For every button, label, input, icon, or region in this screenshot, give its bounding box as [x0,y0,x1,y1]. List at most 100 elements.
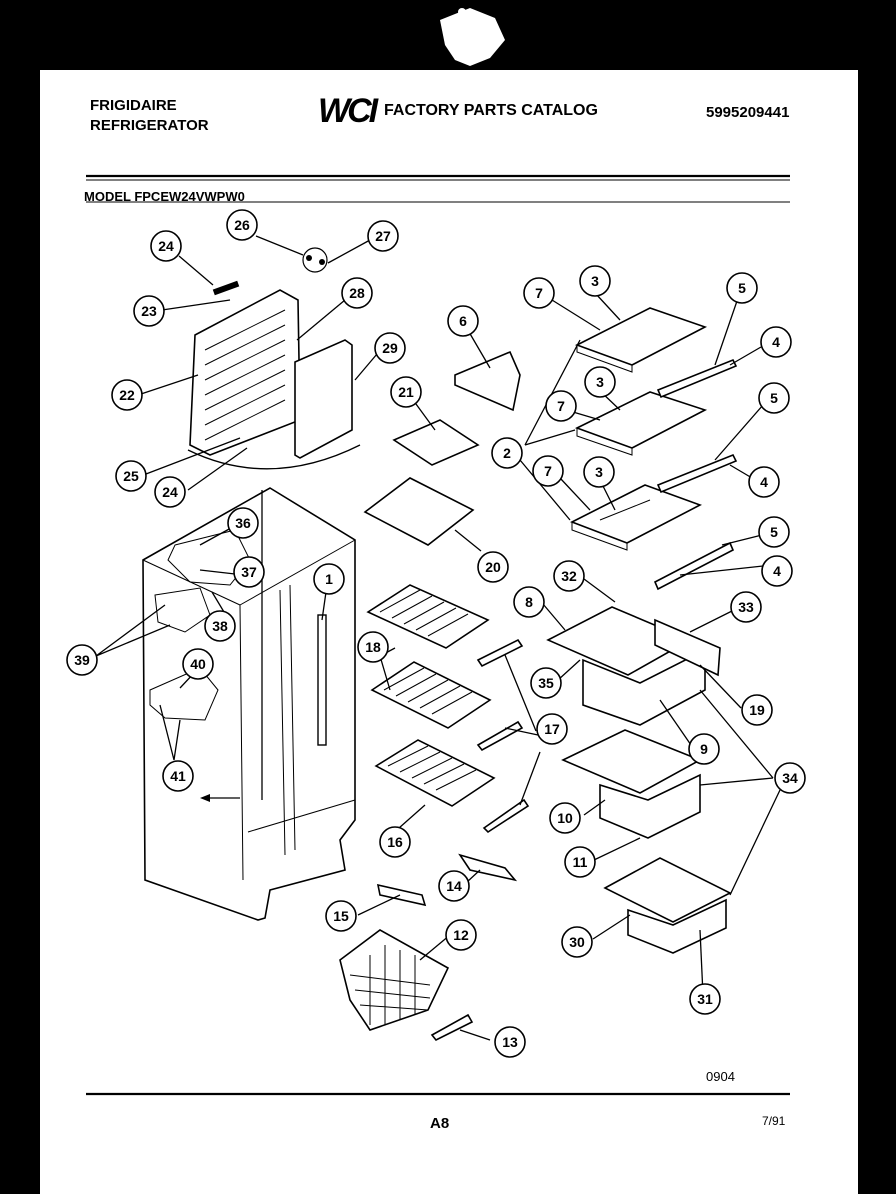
svg-text:25: 25 [123,468,139,484]
crisper-drawers [546,606,732,954]
svg-text:40: 40 [190,656,206,672]
callout-17: 17 [536,713,568,745]
callout-19: 19 [741,694,773,726]
svg-text:5: 5 [770,390,778,406]
callout-36: 36 [227,507,259,539]
svg-text:3: 3 [591,273,599,289]
callout-33: 33 [730,591,762,623]
callout-35: 35 [530,667,562,699]
svg-text:26: 26 [234,217,250,233]
svg-text:5: 5 [770,524,778,540]
callout-6: 6 [447,305,479,337]
callout-16: 16 [379,826,411,858]
callout-labels: 24 26 27 23 28 22 29 25 24 6 7 3 5 4 7 3… [66,209,806,1058]
svg-text:33: 33 [738,599,754,615]
callout-26: 26 [226,209,258,241]
callout-4c: 4 [761,555,793,587]
callout-3a: 3 [579,265,611,297]
svg-text:31: 31 [697,991,713,1007]
page-number: A8 [430,1115,450,1132]
callout-21: 21 [390,376,422,408]
wci-logo-text: WCI [318,92,380,130]
callout-2: 2 [491,437,523,469]
callout-1: 1 [313,563,345,595]
ink-mark [440,8,505,66]
evaporator-cover-assembly [187,247,361,470]
callout-11: 11 [564,846,596,878]
callout-10: 10 [549,802,581,834]
callout-7b: 7 [545,390,577,422]
callout-23: 23 [133,295,165,327]
callout-15: 15 [325,900,357,932]
callout-25: 25 [115,460,147,492]
callout-24a: 24 [150,230,182,262]
svg-text:34: 34 [782,770,798,786]
svg-text:39: 39 [74,652,90,668]
callout-4b: 4 [748,466,780,498]
cabinet-liner [142,487,356,921]
svg-text:30: 30 [569,934,585,950]
svg-text:24: 24 [158,238,174,254]
svg-text:41: 41 [170,768,186,784]
callout-13: 13 [494,1026,526,1058]
svg-text:4: 4 [760,474,768,490]
callout-32: 32 [553,560,585,592]
svg-text:20: 20 [485,559,501,575]
svg-text:18: 18 [365,639,381,655]
callout-4a: 4 [760,326,792,358]
svg-text:36: 36 [235,515,251,531]
model-number: MODEL FPCEW24VWPW0 [84,189,245,204]
callout-28: 28 [341,277,373,309]
svg-text:4: 4 [772,334,780,350]
svg-text:11: 11 [573,854,588,870]
callout-18: 18 [357,631,389,663]
callout-39: 39 [66,644,98,676]
svg-text:9: 9 [700,741,708,757]
catalog-number: 5995209441 [706,104,790,121]
svg-text:24: 24 [162,484,178,500]
product-type: REFRIGERATOR [90,117,209,134]
callout-5a: 5 [726,272,758,304]
callout-37: 37 [233,556,265,588]
svg-text:19: 19 [749,702,765,718]
freezer-shelves [339,350,530,1042]
revision-date: 7/91 [762,1114,786,1128]
svg-text:32: 32 [561,568,577,584]
svg-text:6: 6 [459,313,467,329]
callout-31: 31 [689,983,721,1015]
svg-text:4: 4 [773,563,781,579]
svg-text:28: 28 [349,285,365,301]
callout-3c: 3 [583,456,615,488]
callout-7a: 7 [523,277,555,309]
callout-41: 41 [162,760,194,792]
catalog-title: FACTORY PARTS CATALOG [384,102,598,119]
callout-5b: 5 [758,382,790,414]
svg-text:7: 7 [535,285,543,301]
callout-14: 14 [438,870,470,902]
callout-27: 27 [367,220,399,252]
callout-24b: 24 [154,476,186,508]
svg-text:14: 14 [446,878,462,894]
callout-3b: 3 [584,366,616,398]
svg-text:21: 21 [398,384,414,400]
leader-lines [95,235,781,1041]
svg-text:27: 27 [375,228,391,244]
svg-text:29: 29 [382,340,398,356]
callout-29: 29 [374,332,406,364]
svg-text:8: 8 [525,594,533,610]
svg-text:7: 7 [557,398,565,414]
svg-text:22: 22 [119,387,135,403]
shelf-assemblies [570,307,738,591]
callout-38: 38 [204,610,236,642]
callout-9: 9 [688,733,720,765]
svg-text:16: 16 [387,834,403,850]
svg-text:35: 35 [538,675,554,691]
brand-name: FRIGIDAIRE [90,97,177,114]
svg-text:7: 7 [544,463,552,479]
callout-8: 8 [513,586,545,618]
callout-30: 30 [561,926,593,958]
svg-text:3: 3 [595,464,603,480]
diagram-code: 0904 [706,1069,735,1084]
svg-text:17: 17 [544,721,560,737]
